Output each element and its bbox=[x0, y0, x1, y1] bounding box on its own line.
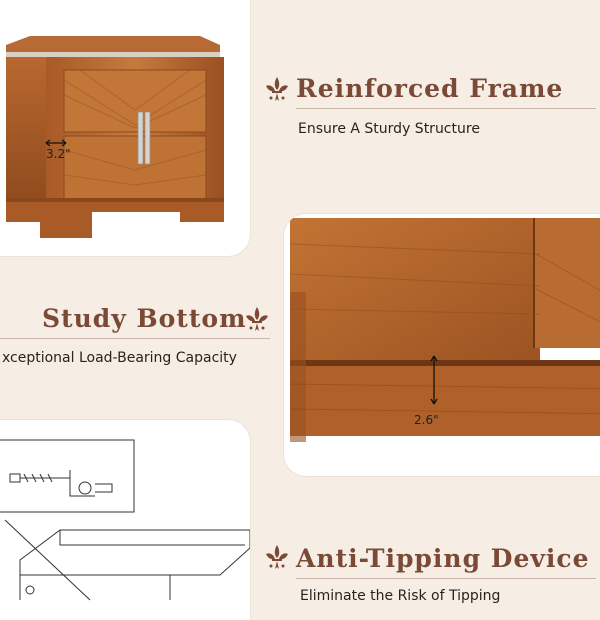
section-divider bbox=[296, 108, 596, 109]
section-title-reinforced-frame: Reinforced Frame bbox=[296, 74, 564, 103]
section-subtitle-anti-tipping: Eliminate the Risk of Tipping bbox=[300, 588, 501, 604]
nightstand-illustration bbox=[6, 36, 224, 238]
frame-dimension-arrow bbox=[45, 139, 67, 147]
base-dimension-arrow bbox=[430, 355, 438, 405]
fleur-de-lis-icon bbox=[246, 307, 268, 331]
fleur-de-lis-icon bbox=[266, 77, 288, 101]
section-divider bbox=[0, 338, 270, 339]
nightstand-image-panel: 3.2" bbox=[0, 0, 250, 256]
section-subtitle-reinforced-frame: Ensure A Sturdy Structure bbox=[298, 121, 480, 137]
base-closeup-panel: 2.6" bbox=[284, 214, 600, 476]
base-dimension-label: 2.6" bbox=[414, 413, 439, 427]
section-title-study-bottom: Study Bottom bbox=[42, 304, 247, 333]
section-divider bbox=[296, 578, 596, 579]
anti-tip-diagram-panel bbox=[0, 420, 250, 620]
section-subtitle-study-bottom: xceptional Load-Bearing Capacity bbox=[2, 350, 237, 366]
fleur-de-lis-icon bbox=[266, 545, 288, 569]
base-closeup-illustration bbox=[289, 218, 600, 442]
section-title-anti-tipping: Anti-Tipping Device bbox=[296, 544, 590, 573]
frame-dimension-label: 3.2" bbox=[46, 147, 71, 161]
anti-tip-diagram bbox=[0, 439, 250, 601]
